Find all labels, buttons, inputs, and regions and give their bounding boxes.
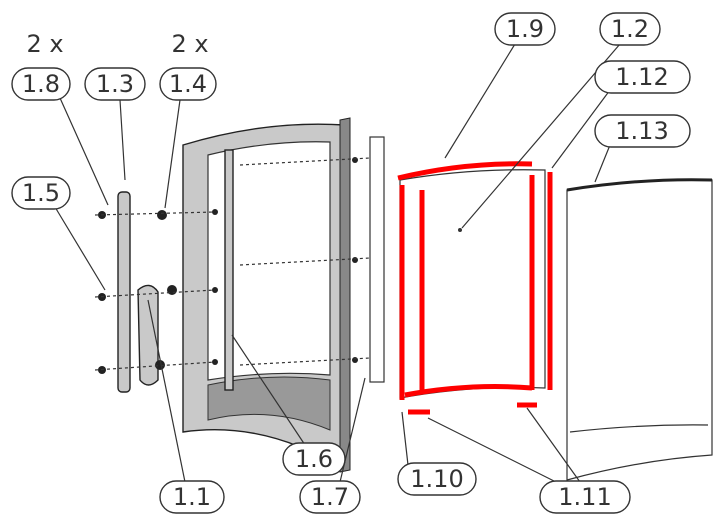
quantity-note-right: 2 x bbox=[171, 30, 208, 58]
callout-1-5: 1.5 bbox=[11, 176, 71, 210]
callout-label: 1.7 bbox=[311, 483, 349, 511]
callout-label: 1.11 bbox=[558, 483, 611, 511]
callout-1-8: 1.8 bbox=[11, 67, 71, 101]
callout-1-11: 1.11 bbox=[539, 480, 631, 514]
callout-1-1: 1.1 bbox=[159, 480, 225, 514]
callout-label: 1.4 bbox=[169, 70, 207, 98]
assembly-axes bbox=[94, 157, 371, 371]
callout-label: 1.2 bbox=[611, 15, 649, 43]
callout-1-3: 1.3 bbox=[84, 67, 146, 101]
callout-1-7: 1.7 bbox=[299, 480, 361, 514]
callout-label: 1.6 bbox=[295, 445, 333, 473]
callout-1-2: 1.2 bbox=[599, 12, 661, 46]
seals-highlighted bbox=[397, 161, 553, 415]
callout-1-13: 1.13 bbox=[594, 114, 691, 148]
callout-1-12: 1.12 bbox=[594, 60, 691, 94]
callout-label: 1.1 bbox=[173, 483, 211, 511]
callout-label: 1.12 bbox=[615, 63, 668, 91]
callout-label: 1.5 bbox=[22, 179, 60, 207]
callout-label: 1.8 bbox=[22, 70, 60, 98]
handle-1-1 bbox=[137, 284, 159, 386]
callout-label: 1.9 bbox=[506, 15, 544, 43]
callout-1-9: 1.9 bbox=[494, 12, 556, 46]
callout-1-4: 1.4 bbox=[159, 67, 217, 101]
callout-label: 1.3 bbox=[96, 70, 134, 98]
door-frame bbox=[182, 117, 351, 473]
side-strip-1-7 bbox=[369, 136, 385, 383]
hinge-bar-1-3 bbox=[117, 191, 131, 393]
outer-glass-1-13 bbox=[566, 178, 713, 481]
callout-label: 1.13 bbox=[615, 117, 668, 145]
quantity-note-left: 2 x bbox=[26, 30, 63, 58]
callout-1-10: 1.10 bbox=[397, 462, 477, 496]
leader-lines bbox=[54, 43, 621, 485]
callout-1-6: 1.6 bbox=[282, 442, 346, 476]
callout-label: 1.10 bbox=[410, 465, 463, 493]
glass-clamp-1-6 bbox=[224, 149, 234, 391]
